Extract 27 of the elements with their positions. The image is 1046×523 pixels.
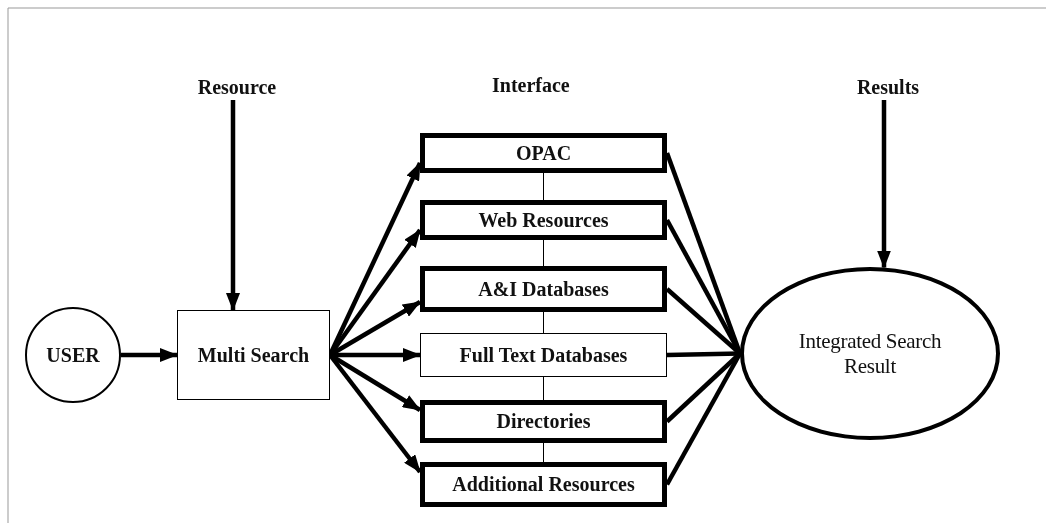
arrow	[226, 100, 240, 311]
node-text: Directories	[496, 410, 591, 433]
resource-box	[420, 462, 667, 507]
connector-line	[543, 376, 544, 401]
connector-line	[543, 239, 544, 267]
node-text: Web Resources	[478, 208, 609, 232]
node-text: A&I Databases	[478, 277, 609, 301]
node-text: Additional Resources	[452, 473, 635, 496]
node-text: Full Text Databases	[459, 343, 628, 367]
column-heading: Interface	[492, 74, 570, 97]
connector-line	[543, 442, 544, 463]
resource-box	[420, 200, 667, 240]
node-text: Multi Search	[197, 343, 310, 367]
resource-box	[420, 333, 667, 377]
node-text: Integrated Search Result	[797, 328, 943, 379]
resource-box	[420, 133, 667, 173]
node-text: Resource	[197, 75, 277, 99]
node-text: USER	[46, 343, 100, 367]
resource-box	[420, 266, 667, 312]
resource-box	[420, 400, 667, 443]
arrow	[877, 100, 891, 269]
node-text: OPAC	[515, 141, 572, 165]
connector-line	[543, 172, 544, 201]
arrow	[121, 348, 178, 362]
connector-line	[543, 311, 544, 334]
process-box	[177, 310, 330, 400]
node-text: Results	[856, 75, 920, 99]
